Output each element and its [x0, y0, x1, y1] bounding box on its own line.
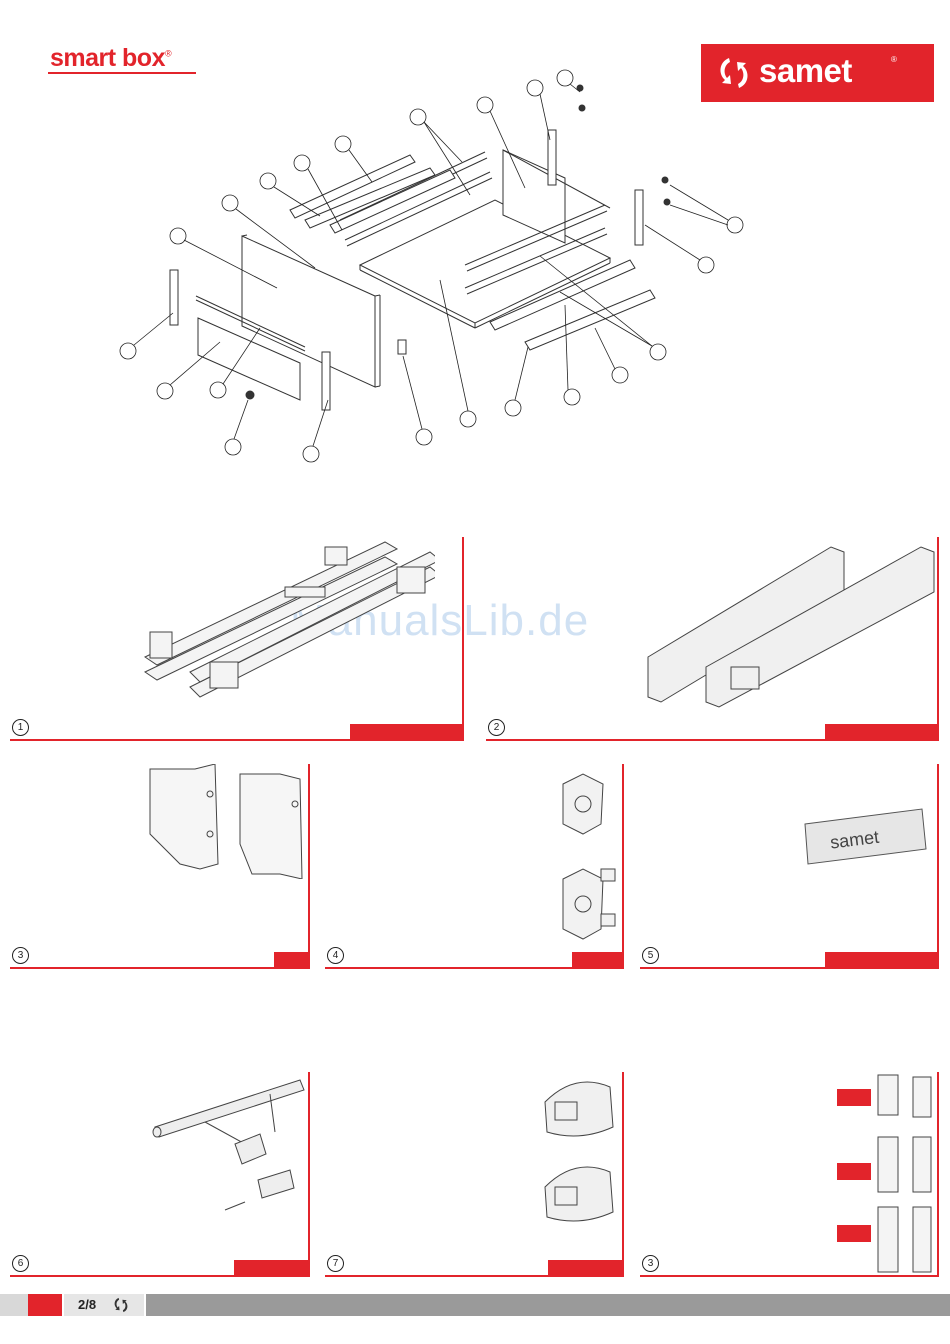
size-tag-2: [837, 1163, 871, 1180]
panel-tag: [825, 724, 939, 741]
panel-number: 4: [327, 947, 344, 964]
size-tag-1: [837, 1089, 871, 1106]
panel-border-right: [937, 1072, 939, 1277]
logo-plate-illustration: samet: [800, 804, 930, 869]
panel-4: 4: [325, 764, 624, 969]
panel-border-right: [937, 537, 939, 741]
panel-6: 6: [10, 1072, 310, 1277]
panel-border-right: [462, 537, 464, 741]
footer-bar: [146, 1294, 950, 1316]
panel-tag: [234, 1260, 310, 1277]
size-tag-3: [837, 1225, 871, 1242]
panel-tag: [350, 724, 464, 741]
registered-mark: ®: [165, 49, 171, 59]
front-connector-illustration: [553, 764, 623, 944]
panel-8: 3: [640, 1072, 939, 1277]
exploded-drawer-diagram: [110, 60, 760, 470]
page-number: 2/8: [78, 1297, 96, 1312]
footer-red-block: [28, 1294, 62, 1316]
samet-swirl-icon: [112, 1296, 130, 1314]
page-indicator: 2/8: [64, 1294, 144, 1316]
panel-number: 3: [642, 1255, 659, 1272]
panel-5: samet 5: [640, 764, 939, 969]
panel-number: 5: [642, 947, 659, 964]
panel-3: 3: [10, 764, 310, 969]
panel-border-right: [937, 764, 939, 969]
panel-1: 1: [10, 537, 464, 741]
panel-number: 6: [12, 1255, 29, 1272]
drawer-sides-illustration: [636, 537, 936, 717]
panel-tag: [274, 952, 310, 969]
panel-number: 1: [12, 719, 29, 736]
footer-grey-block: [0, 1294, 28, 1316]
panel-number: 7: [327, 1255, 344, 1272]
panel-tag: [572, 952, 624, 969]
company-name: samet: [759, 52, 852, 90]
panel-tag: [548, 1260, 624, 1277]
runner-pair-illustration: [135, 537, 435, 707]
panel-number: 2: [488, 719, 505, 736]
cap-illustration: [535, 1072, 620, 1247]
registered-mark: ®: [891, 55, 897, 64]
panel-number: 3: [12, 947, 29, 964]
footer: 2/8: [0, 1294, 950, 1316]
panel-tag: [825, 952, 939, 969]
rear-bracket-illustration: [140, 764, 310, 879]
panel-border-bottom: [10, 967, 310, 969]
panel-2: 2: [486, 537, 939, 741]
panel-7: 7: [325, 1072, 624, 1277]
panel-border-right: [622, 1072, 624, 1277]
size-bracket-illustration: [875, 1072, 937, 1277]
rod-connector-illustration: [150, 1072, 310, 1232]
